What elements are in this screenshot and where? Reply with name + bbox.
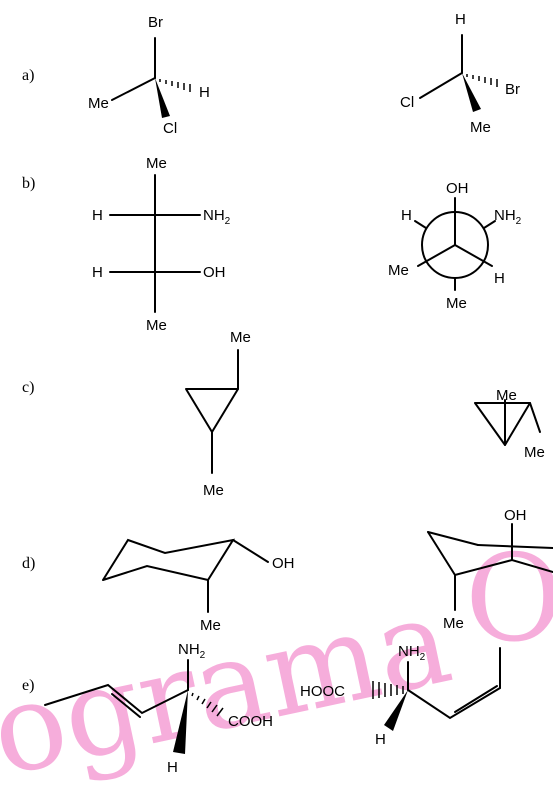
- part-label-b: b): [22, 175, 35, 192]
- molecule-d-left: OH Me: [102, 538, 295, 634]
- c-left-me-top: Me: [230, 329, 251, 346]
- watermark-letter: O: [465, 530, 553, 669]
- b-fischer-r2-right: OH: [203, 264, 226, 281]
- b-newman-nh2: NH2: [494, 207, 522, 227]
- a-right-h: H: [455, 11, 466, 28]
- e-left-cooh: COOH: [228, 713, 273, 730]
- b-fischer-r1-right: NH2: [203, 207, 231, 227]
- b-newman-oh: OH: [446, 180, 469, 197]
- molecule-c-right: Me Me: [474, 387, 545, 461]
- b-fischer-r2-left: H: [92, 264, 103, 281]
- part-label-a: a): [22, 67, 34, 84]
- c-right-me-1: Me: [496, 387, 517, 404]
- a-left-h: H: [199, 84, 210, 101]
- e-right-nh2: NH2: [398, 643, 426, 663]
- a-right-me: Me: [470, 119, 491, 136]
- molecule-b-newman: OH H NH2 Me H Me: [388, 180, 522, 312]
- molecule-a-left: Br Me H Cl: [88, 14, 210, 137]
- molecule-b-fischer: Me H NH2 H OH Me: [92, 155, 231, 334]
- a-right-br: Br: [505, 81, 520, 98]
- b-fischer-bottom: Me: [146, 317, 167, 334]
- part-label-d: d): [22, 555, 35, 572]
- c-left-me-bottom: Me: [203, 482, 224, 499]
- c-right-me-2: Me: [524, 444, 545, 461]
- e-right-h: H: [375, 731, 386, 748]
- b-newman-me-bottom: Me: [446, 295, 467, 312]
- d-right-oh: OH: [504, 507, 527, 524]
- part-label-c: c): [22, 379, 34, 396]
- a-left-br: Br: [148, 14, 163, 31]
- e-left-h: H: [167, 759, 178, 776]
- e-left-nh2: NH2: [178, 641, 206, 661]
- molecule-a-right: H Cl Br Me: [400, 11, 520, 136]
- b-newman-h-left: H: [401, 207, 412, 224]
- a-left-cl: Cl: [163, 120, 177, 137]
- b-newman-me-left: Me: [388, 262, 409, 279]
- watermark-text: ograma: [0, 571, 462, 800]
- molecule-e-right: HOOC NH2 H: [300, 643, 501, 748]
- molecule-c-left: Me Me: [185, 329, 251, 499]
- a-left-me: Me: [88, 95, 109, 112]
- b-fischer-r1-left: H: [92, 207, 103, 224]
- part-label-e: e): [22, 677, 34, 694]
- molecule-e-left: NH2 COOH H: [44, 641, 273, 776]
- a-right-cl: Cl: [400, 94, 414, 111]
- d-right-me: Me: [443, 615, 464, 632]
- b-newman-h-right: H: [494, 270, 505, 287]
- molecule-d-right: OH Me: [427, 507, 553, 632]
- e-right-hooc: HOOC: [300, 683, 345, 700]
- d-left-me: Me: [200, 617, 221, 634]
- b-fischer-top: Me: [146, 155, 167, 172]
- d-left-oh: OH: [272, 555, 295, 572]
